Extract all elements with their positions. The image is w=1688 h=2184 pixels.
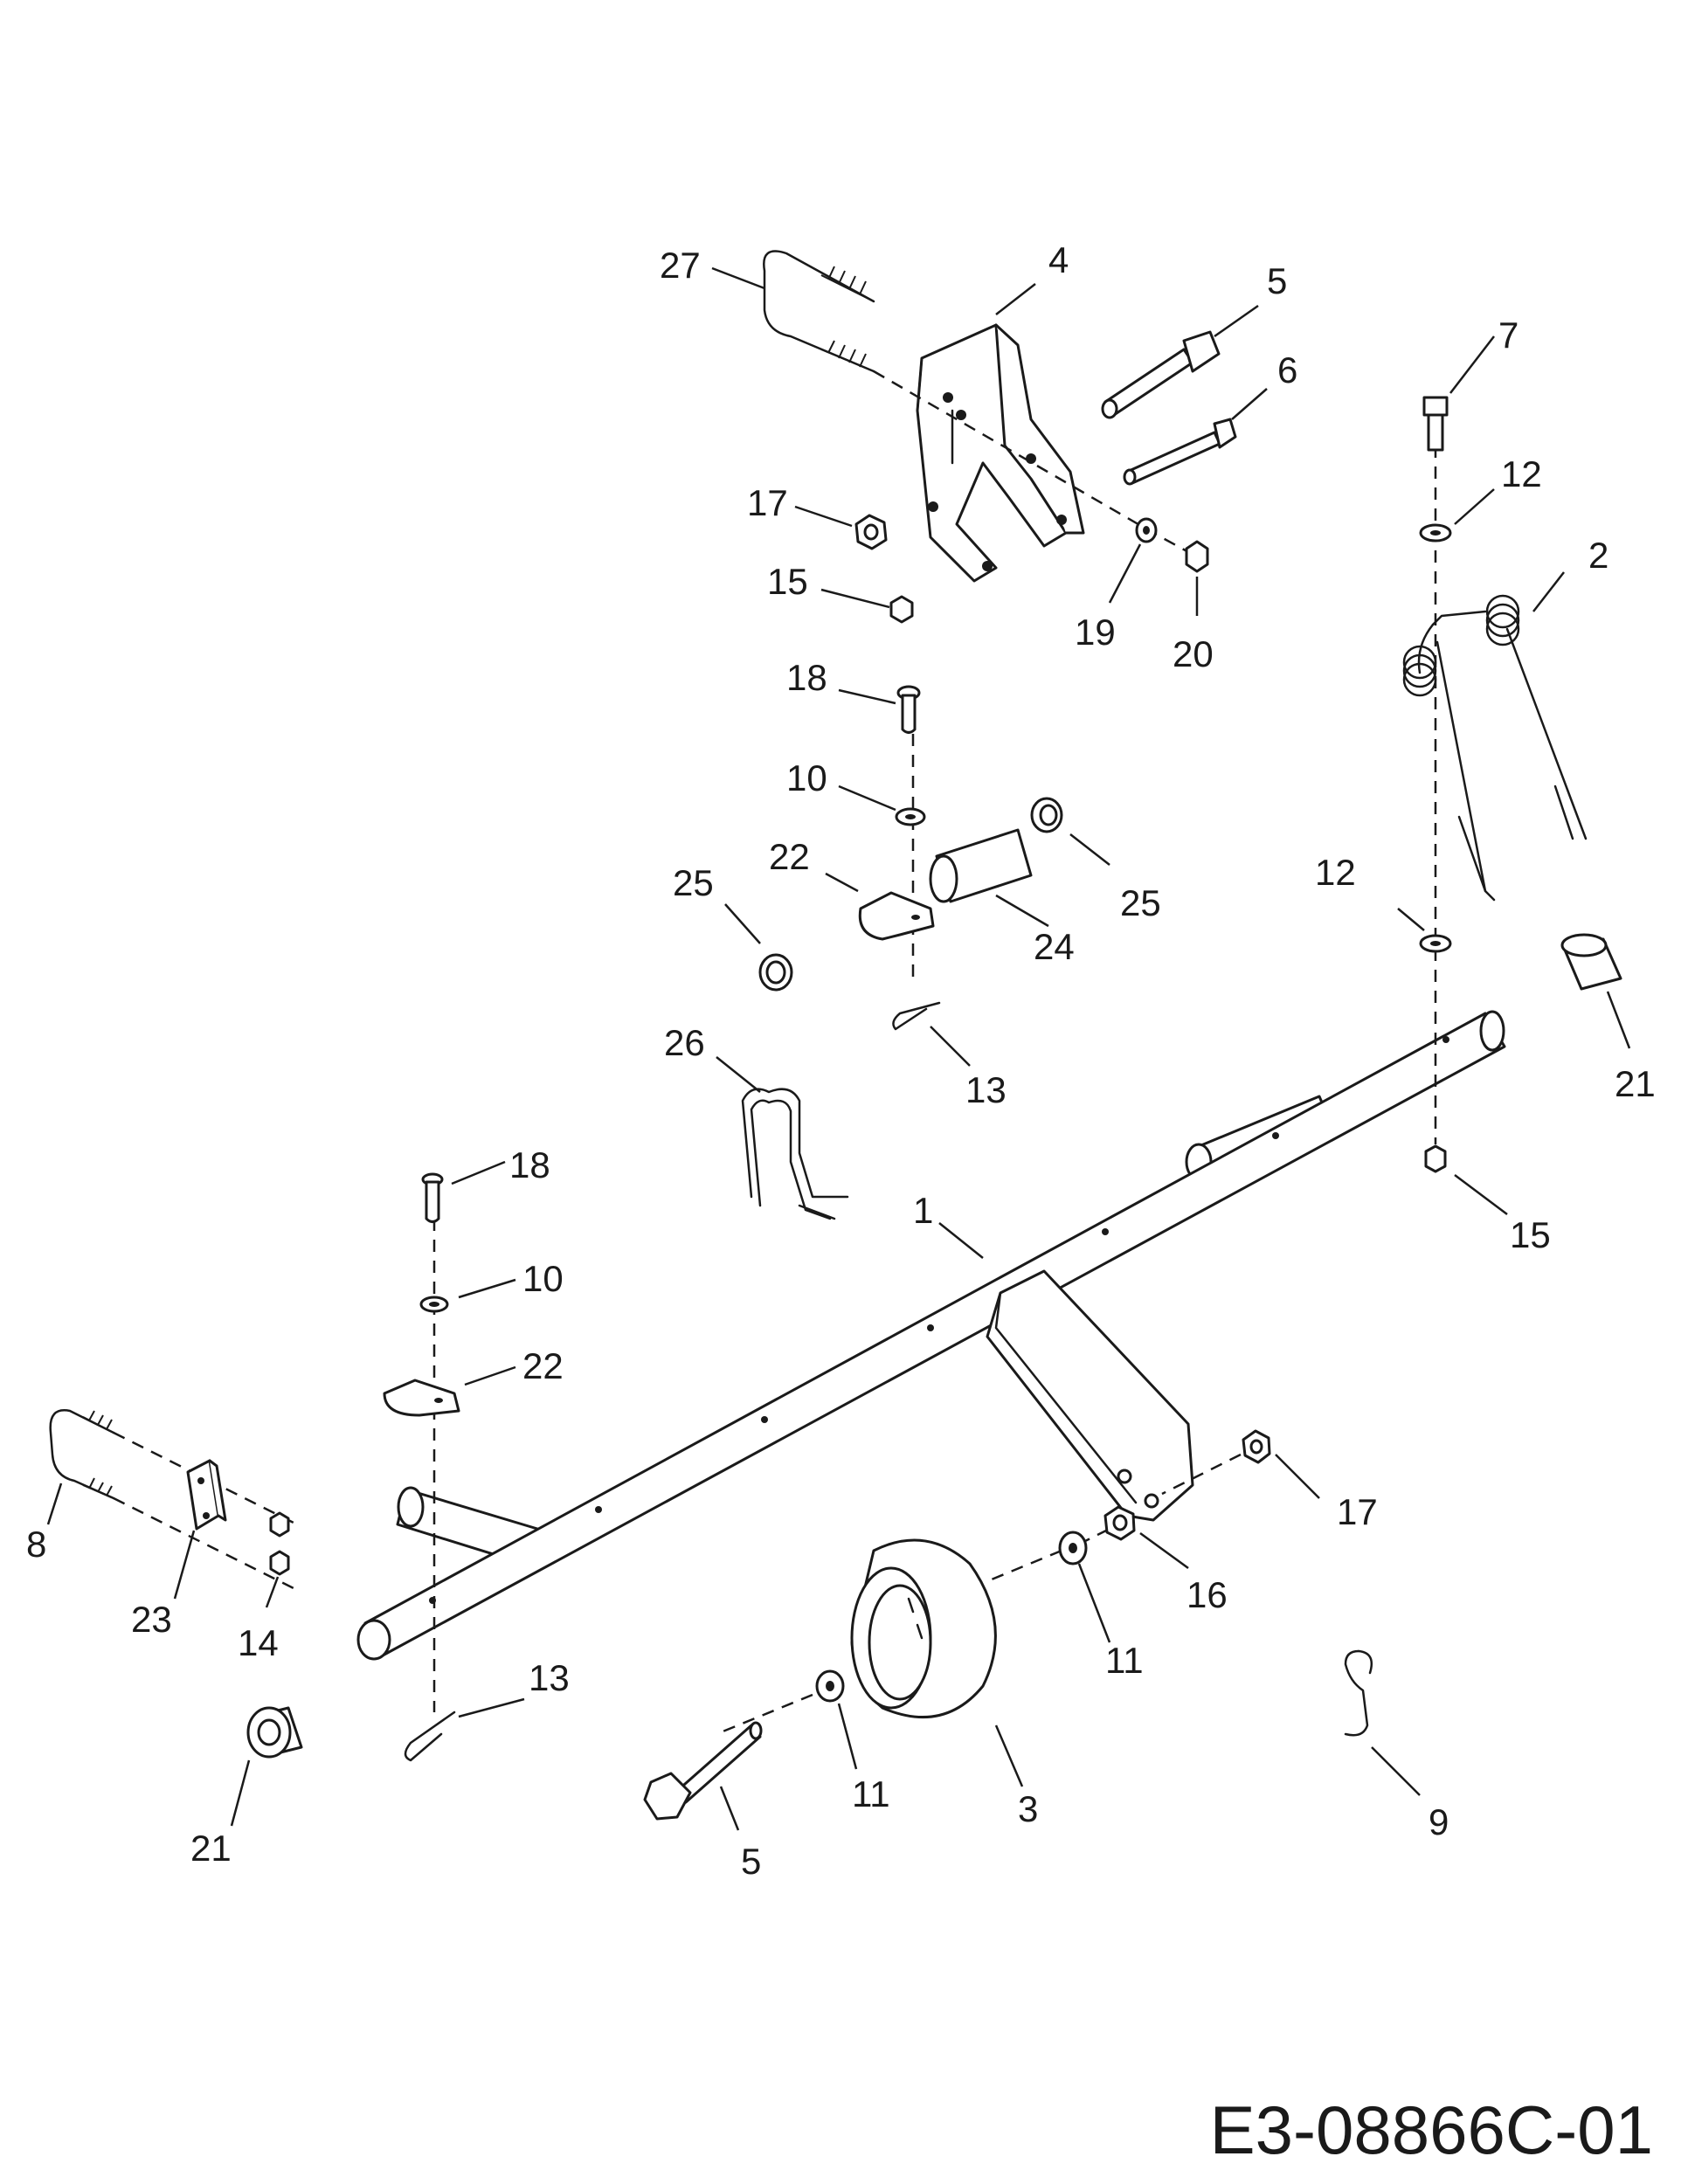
callout-12-bottom: 12	[1315, 852, 1356, 893]
bolt-5-wheel	[643, 1721, 763, 1821]
washer-19	[1135, 517, 1158, 543]
callout-7: 7	[1498, 314, 1519, 356]
hairpin-13-top	[892, 1001, 941, 1031]
callout-15-top: 15	[767, 561, 808, 602]
nut-17-top	[854, 514, 888, 550]
callout-11-upper: 11	[1105, 1640, 1144, 1681]
callout-11-lower: 11	[852, 1773, 890, 1814]
sleeve-24	[929, 828, 1033, 903]
wire-handle-26	[741, 1088, 849, 1220]
torsion-spring-2	[1402, 594, 1588, 902]
nut-14-upper	[269, 1511, 290, 1538]
bushing-25-left	[758, 953, 793, 992]
mount-bracket	[916, 323, 1085, 583]
callout-27: 27	[660, 245, 701, 286]
washer-11-lower	[815, 1669, 845, 1703]
callout-18-left: 18	[509, 1144, 550, 1185]
callout-10-left: 10	[522, 1258, 564, 1299]
washer-12-bottom	[1419, 934, 1452, 953]
callout-25-right: 25	[1120, 882, 1161, 923]
callout-13-top: 13	[965, 1069, 1007, 1110]
nut-16	[1103, 1505, 1136, 1541]
callout-9: 9	[1429, 1801, 1449, 1842]
clamp-22-top	[858, 891, 935, 941]
callout-3: 3	[1018, 1788, 1038, 1829]
nut-14-lower	[269, 1550, 290, 1576]
nut-20	[1185, 540, 1209, 573]
u-bolt-top	[763, 250, 875, 373]
nut-15-top	[889, 595, 914, 624]
bushing-21-right	[1560, 933, 1622, 991]
callout-19: 19	[1075, 612, 1116, 653]
callout-25-left: 25	[673, 862, 714, 903]
callout-21-left: 21	[190, 1828, 232, 1869]
diagram-id: E3-08866C-01	[1210, 2091, 1653, 2168]
clevis-pin-18-top	[896, 685, 921, 734]
callout-15-right: 15	[1510, 1214, 1551, 1255]
callout-13-left: 13	[529, 1657, 570, 1698]
callout-14: 14	[238, 1622, 279, 1663]
washer-10-left	[419, 1296, 449, 1313]
callout-20: 20	[1173, 633, 1214, 674]
callout-8: 8	[26, 1524, 46, 1565]
bushing-25-right	[1030, 797, 1063, 833]
plate-23	[186, 1459, 227, 1531]
washer-10-top	[895, 807, 926, 826]
axle-tube	[356, 1010, 1506, 1661]
hook-9	[1344, 1649, 1373, 1737]
washer-12-top	[1419, 523, 1452, 543]
callout-17-top: 17	[747, 482, 788, 523]
bolt-7	[1422, 396, 1449, 452]
bolt-top-6	[1123, 418, 1237, 486]
u-bolt-8	[49, 1409, 115, 1500]
callout-18-top: 18	[786, 657, 827, 698]
callout-2: 2	[1588, 535, 1608, 576]
callout-17-wheel: 17	[1337, 1491, 1378, 1532]
bushing-21-left	[246, 1706, 303, 1759]
bolt-top-5	[1101, 330, 1221, 419]
callout-labels: 27 4 5 6 7 12 2 17 15 19 20 18 10 22 25 …	[26, 239, 1656, 1882]
nut-15-right	[1424, 1144, 1447, 1173]
callout-6: 6	[1277, 349, 1297, 390]
callout-5-wheel: 5	[741, 1841, 761, 1882]
leader-lines	[46, 266, 1631, 1831]
callout-5-top: 5	[1267, 260, 1287, 301]
callout-10-top: 10	[786, 757, 827, 798]
callout-4: 4	[1048, 239, 1069, 280]
wheel-3	[850, 1538, 997, 1719]
clevis-pin-18-left	[421, 1172, 444, 1223]
hairpin-13-left	[404, 1711, 456, 1762]
callout-23: 23	[131, 1599, 172, 1640]
callout-22-top: 22	[769, 836, 810, 877]
callout-26: 26	[664, 1022, 705, 1063]
callout-1: 1	[913, 1190, 933, 1231]
callout-12-top: 12	[1501, 453, 1542, 494]
callout-22-left: 22	[522, 1345, 564, 1386]
callout-21-right: 21	[1615, 1063, 1656, 1104]
callout-24: 24	[1034, 926, 1075, 967]
washer-11-upper	[1058, 1531, 1088, 1565]
callout-16: 16	[1186, 1574, 1228, 1615]
clamp-22-left	[383, 1379, 460, 1417]
nut-17-wheel	[1242, 1429, 1271, 1464]
